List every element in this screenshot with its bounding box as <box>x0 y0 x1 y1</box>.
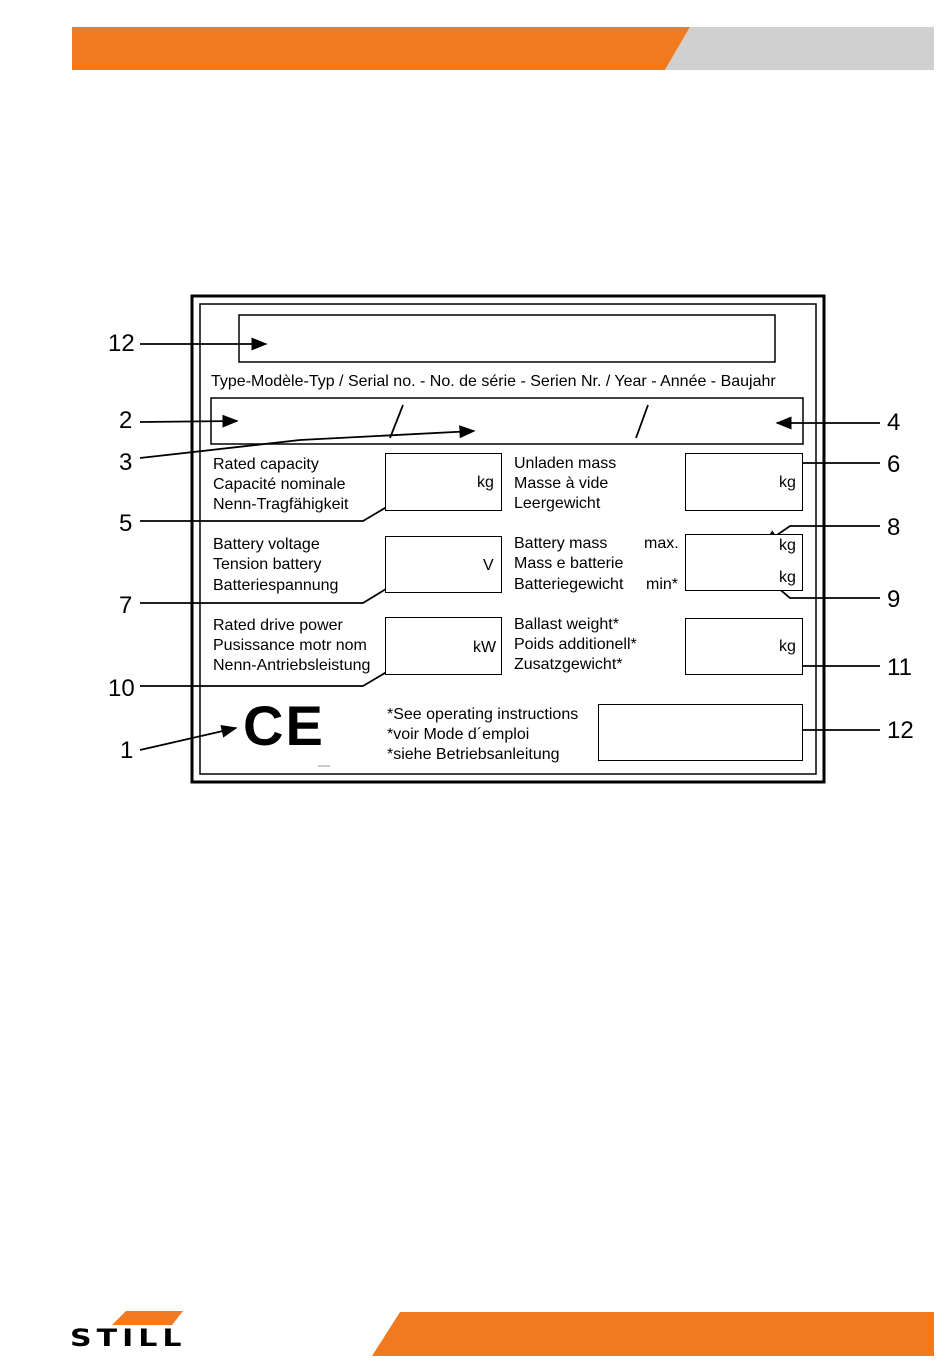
unladen-mass-box <box>685 453 803 511</box>
unladen-mass-de: Leergewicht <box>514 495 601 512</box>
battery-min-label: min* <box>646 576 679 593</box>
drive-power-de: Nenn-Antriebsleistung <box>213 657 371 674</box>
type-field-box <box>238 314 776 363</box>
battery-max-unit: kg <box>779 537 796 554</box>
unladen-unit: kg <box>779 474 796 491</box>
callout-11: 11 <box>887 654 912 681</box>
instructions-de: *siehe Betriebsanleitung <box>387 746 560 763</box>
ballast-de: Zusatzgewicht* <box>514 656 623 673</box>
footer-orange-bar <box>372 1312 934 1356</box>
callout-6: 6 <box>887 451 901 478</box>
type-serial-year-label: Type-Modèle-Typ / Serial no. - No. de sé… <box>211 373 776 390</box>
extra-field-box <box>598 704 803 761</box>
still-logo-accent <box>112 1311 183 1325</box>
capacity-unit: kg <box>477 474 494 491</box>
header-gray-bar <box>665 27 934 70</box>
rated-capacity-en: Rated capacity <box>213 456 319 473</box>
ballast-unit: kg <box>779 638 796 655</box>
arrow-2 <box>139 414 239 428</box>
header-orange-bar <box>72 27 690 70</box>
battery-voltage-en: Battery voltage <box>213 536 320 553</box>
callout-5: 5 <box>119 510 133 537</box>
plate-inner-border <box>199 303 817 775</box>
drive-power-box <box>385 617 502 675</box>
header-band <box>72 27 934 70</box>
battery-min-unit: kg <box>779 569 796 586</box>
voltage-box <box>385 536 502 593</box>
drive-power-en: Rated drive power <box>213 617 343 634</box>
callout-7: 7 <box>119 592 133 619</box>
instructions-en: *See operating instructions <box>387 706 579 723</box>
serial-divider-1 <box>389 404 404 439</box>
rated-capacity-fr: Capacité nominale <box>213 476 346 493</box>
ce-mark: CE <box>243 694 325 757</box>
nameplate-drawing <box>139 294 880 784</box>
battery-max-label: max. <box>644 535 679 552</box>
callout-4: 4 <box>887 409 901 436</box>
callout-1: 1 <box>120 737 134 764</box>
serial-divider-2 <box>635 404 649 439</box>
callout-9: 9 <box>887 586 901 613</box>
battery-mass-de: Batteriegewicht <box>514 576 624 593</box>
arrow-1 <box>139 724 238 751</box>
battery-mass-box <box>685 534 803 591</box>
capacity-box <box>385 453 502 511</box>
battery-mass-fr: Mass e batterie <box>514 555 624 572</box>
callout-12-top: 12 <box>108 330 135 357</box>
ballast-box <box>685 618 803 675</box>
instructions-fr: *voir Mode d´emploi <box>387 726 530 743</box>
drive-power-fr: Pusissance motr nom <box>213 637 367 654</box>
voltage-unit: V <box>483 557 494 574</box>
power-unit: kW <box>473 639 497 656</box>
callout-8: 8 <box>887 514 901 541</box>
ballast-fr: Poids additionell* <box>514 636 637 653</box>
callout-12-bottom: 12 <box>887 717 914 744</box>
callout-3: 3 <box>119 449 133 476</box>
plate-outer-border <box>190 294 826 784</box>
arrow-3 <box>139 425 476 459</box>
serial-field-box <box>210 397 804 445</box>
rated-capacity-de: Nenn-Tragfähigkeit <box>213 496 349 513</box>
unladen-mass-fr: Masse à vide <box>514 475 609 492</box>
ballast-en: Ballast weight* <box>514 616 619 633</box>
battery-voltage-fr: Tension battery <box>213 556 322 573</box>
battery-voltage-de: Batteriespannung <box>213 577 339 594</box>
callout-2: 2 <box>119 407 133 434</box>
callout-10: 10 <box>108 675 135 702</box>
battery-mass-en: Battery mass <box>514 535 608 552</box>
still-logo: STILL <box>70 1324 187 1353</box>
unladen-mass-en: Unladen mass <box>514 455 617 472</box>
